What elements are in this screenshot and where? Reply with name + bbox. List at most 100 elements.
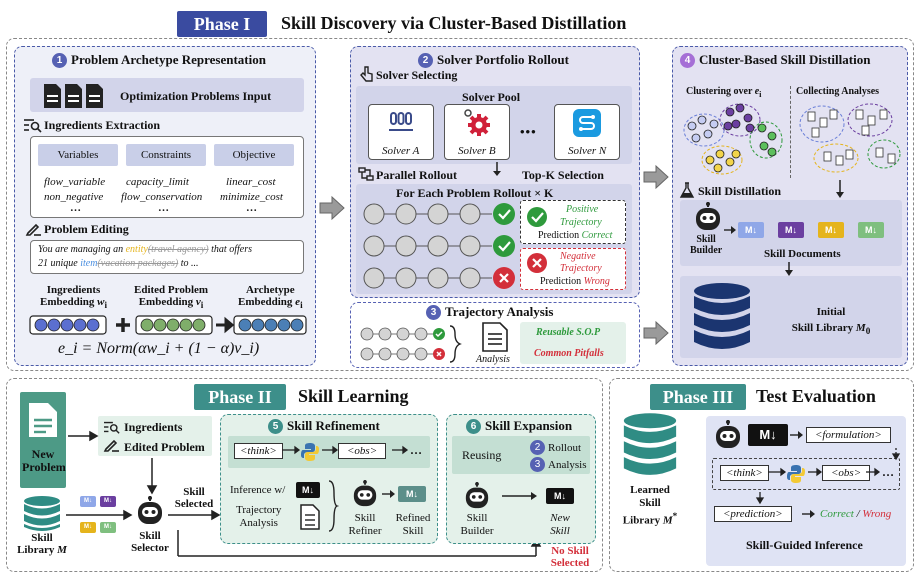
constraint-ellipsis: … <box>158 202 169 214</box>
markdown-doc-icon-4: M↓ <box>858 222 884 238</box>
inference-flow-lines <box>755 448 901 505</box>
refined-skill-md-icon: M↓ <box>398 486 426 502</box>
formulation-tag: <formulation> <box>806 427 891 443</box>
formulation-arrow <box>790 431 803 439</box>
embedding-vectors <box>29 315 307 335</box>
analysis-document-icon <box>482 322 508 352</box>
inference-trace-ellipsis: … <box>882 465 894 479</box>
clustering-label: Clustering over ei <box>686 86 761 99</box>
new-skill-line1: New <box>550 512 570 524</box>
gear-icon <box>464 109 490 136</box>
objective-ellipsis: … <box>246 202 257 214</box>
solver-n-label: Solver N <box>568 145 607 157</box>
builder-arrow <box>724 226 736 234</box>
magnify-list-icon-2 <box>104 421 120 434</box>
solver-ellipsis: ••• <box>520 124 537 139</box>
phase2-frame <box>6 378 603 572</box>
selected-line1: Skill <box>183 486 205 498</box>
phase1-badge: Phase I <box>177 11 267 37</box>
no-skill-line2: Selected <box>550 557 590 569</box>
traj-line2: Analysis <box>239 517 278 529</box>
analyses-scatter <box>799 103 901 173</box>
inference-robot-icon <box>716 420 740 448</box>
ingredients-extraction-title: Ingredients Extraction <box>44 118 161 132</box>
trace-box <box>712 458 900 490</box>
edit-text-struck2: (vacation packages) <box>97 258 179 269</box>
selector-line1: Skill <box>139 530 161 542</box>
skill-selector-robot-icon <box>138 496 162 524</box>
exp-builder-line1: Skill <box>466 512 488 524</box>
robot-icon <box>696 202 720 230</box>
negative-line3: Prediction Wrong <box>540 276 610 287</box>
section6-title-text: Skill Expansion <box>485 418 573 433</box>
edit-text-p1: You are managing an <box>38 244 126 255</box>
rollout-each-title: For Each Problem Rollout × K <box>396 186 554 200</box>
skill-distillation-title: Skill Distillation <box>698 184 782 198</box>
variable-value-1: flow_variable <box>44 176 106 188</box>
phase1-title: Skill Discovery via Cluster-Based Distil… <box>281 13 627 33</box>
problems-input-label: Optimization Problems Input <box>120 89 272 103</box>
inference-md-icon: M↓ <box>296 482 320 498</box>
docs-down-arrow <box>785 262 793 276</box>
clustering-var: e <box>754 86 760 97</box>
new-skill-md-icon: M↓ <box>546 488 574 504</box>
refined-line2: Skill <box>402 525 424 537</box>
emb2-var: v <box>195 296 201 308</box>
section1-title-text: Problem Archetype Representation <box>71 52 266 67</box>
refine-think-tag: <think> <box>234 443 283 459</box>
refined-line1: Refined <box>395 512 431 524</box>
magnify-list-icon <box>24 119 42 133</box>
refine-trace-ellipsis: … <box>410 443 422 457</box>
new-problem-line2: Problem <box>22 460 66 474</box>
small-md-icon-3: M↓ <box>80 522 96 533</box>
positive-line3: Prediction Correct <box>538 230 612 241</box>
section6-panel <box>446 414 596 544</box>
section5-title-text: Skill Refinement <box>287 418 380 433</box>
edited-problem-label-p2: Edited Problem <box>124 440 205 454</box>
objective-value-1: linear_cost <box>226 176 276 188</box>
parallel-rollout-title: Parallel Rollout <box>376 168 457 182</box>
phase2-badge: Phase II <box>194 384 286 410</box>
emb3-sub: i <box>300 300 303 311</box>
arrow-right-icon-3 <box>643 320 669 346</box>
emb1-sub: i <box>104 300 108 311</box>
skill-guided-inference-caption: Skill-Guided Inference <box>746 538 863 552</box>
python-icon-2 <box>787 465 805 483</box>
library-database-icon <box>24 496 60 531</box>
reuse-num-3: 3 <box>530 457 545 472</box>
refiner-line2: Refiner <box>348 525 382 537</box>
emb3-var: e <box>295 296 301 308</box>
check-circle-icon <box>527 207 547 227</box>
positive-prediction: Prediction <box>538 230 580 241</box>
refine-brace <box>328 480 340 532</box>
mini-trajectories <box>360 325 462 363</box>
ingredients-embedding-label: Ingredients Embedding wi <box>40 284 107 311</box>
reusing-bar <box>452 436 590 474</box>
distill-down-arrow <box>836 180 844 198</box>
constraint-value-2: flow_conservation <box>121 191 203 203</box>
document-icons <box>44 84 103 108</box>
ingredients-edited-card <box>98 416 212 456</box>
inference-obs-tag: <obs> <box>822 465 871 481</box>
reuse-rollout: Rollout <box>548 441 582 454</box>
expansion-builder-robot-icon <box>465 482 489 509</box>
phase3-title: Test Evaluation <box>756 386 876 406</box>
step-number-2: 2 <box>418 52 433 68</box>
emb1-var: w <box>97 296 105 308</box>
pencil-icon-2 <box>103 439 119 452</box>
library-line1: Skill <box>31 532 53 544</box>
rollout-chains <box>363 203 515 289</box>
library-var: M <box>57 544 67 556</box>
solver-a-icon <box>389 112 413 131</box>
inference-big-md-icon: M↓ <box>748 424 788 446</box>
edit-text-line2: 21 unique item(vacation packages) to ... <box>38 258 199 269</box>
parallel-icon <box>358 167 374 181</box>
new-problem-document-icon <box>29 403 57 437</box>
initial-line1: Initial <box>816 306 846 318</box>
arrow-right-icon-2 <box>643 164 669 190</box>
